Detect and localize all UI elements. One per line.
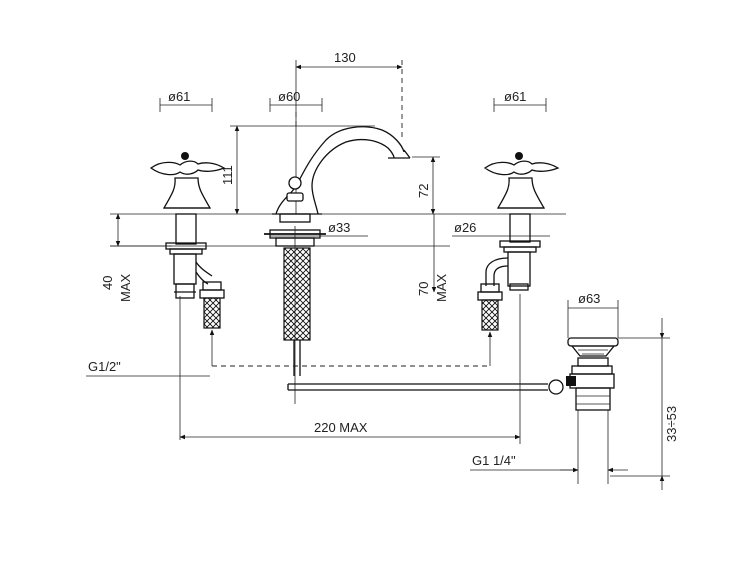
- dimension-26: ø26: [452, 220, 550, 237]
- dim-spout-spacing-label: 130: [334, 50, 356, 65]
- spout-shank: [264, 213, 326, 404]
- dim-valve-shank-label: ø26: [454, 220, 476, 235]
- dimension-111: 111: [220, 125, 375, 215]
- popup-waste: [566, 337, 619, 411]
- dimension-33: ø33: [270, 220, 368, 237]
- spout: [272, 126, 411, 215]
- dim-right-shank-label: 70: [416, 282, 431, 296]
- dim-overall-width-label: 220 MAX: [314, 420, 368, 435]
- dim-left-shank-max: MAX: [118, 274, 133, 303]
- dimension-40-max: 40 MAX: [100, 213, 172, 303]
- dim-left-shank-label: 40: [100, 276, 115, 290]
- right-valve-body: [485, 213, 541, 291]
- left-flex-hose: [199, 281, 225, 366]
- dimension-right-handle: ø61: [493, 89, 547, 112]
- dim-spout-height-label: 111: [220, 165, 235, 185]
- left-cross-handle: [149, 152, 226, 209]
- dimension-72: 72: [412, 156, 440, 215]
- popup-rod: [287, 379, 564, 395]
- dim-shank-diameter-label: ø33: [328, 220, 350, 235]
- dimension-220-max: 220 MAX: [179, 294, 521, 444]
- dimension-33-53: 33÷53: [610, 318, 679, 490]
- waste-tail: [577, 410, 609, 484]
- dim-waste-diameter-label: ø63: [578, 291, 600, 306]
- dimension-g1-1-4: G1 1/4": [470, 453, 628, 473]
- dim-right-handle-label: ø61: [504, 89, 526, 104]
- dim-left-handle-label: ø61: [168, 89, 190, 104]
- right-cross-handle: [483, 152, 560, 209]
- dim-spout-diameter-label: ø60: [278, 89, 300, 104]
- right-flex-hose: [477, 283, 503, 366]
- dim-waste-thread-label: G1 1/4": [472, 453, 516, 468]
- dim-inlet-thread-label: G1/2": [88, 359, 121, 374]
- dimension-70-max: 70 MAX: [416, 214, 449, 302]
- dim-spout-outlet-label: 72: [416, 184, 431, 198]
- dim-right-shank-max: MAX: [434, 274, 449, 303]
- dimension-left-handle: ø61: [159, 89, 213, 112]
- dimension-63: ø63: [567, 291, 619, 338]
- dimension-130: 130: [295, 50, 403, 214]
- dim-waste-height-label: 33÷53: [664, 406, 679, 442]
- left-valve-body: [165, 213, 213, 299]
- dimension-spout-diameter: ø60: [269, 89, 323, 112]
- dimension-g1-2: G1/2": [86, 296, 210, 440]
